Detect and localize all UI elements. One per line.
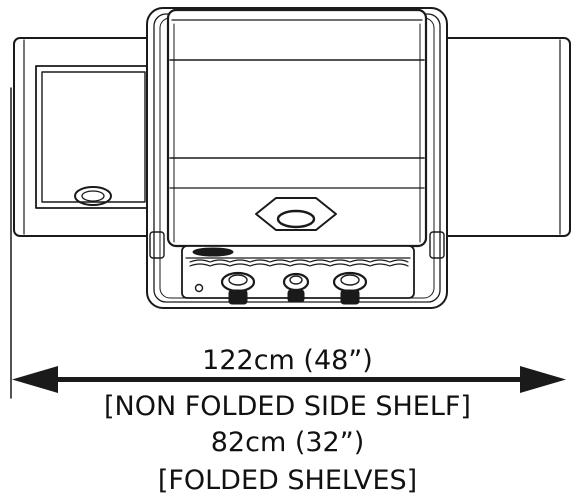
non-folded-width-note: [NON FOLDED SIDE SHELF] — [104, 391, 471, 422]
folded-width-note: [FOLDED SHELVES] — [157, 465, 418, 496]
left-side-shelf — [13, 37, 161, 237]
rotisserie-logo-plate — [192, 247, 234, 257]
grill-lid — [166, 8, 428, 248]
control-knob-center — [282, 272, 310, 303]
right-side-shelf — [433, 37, 571, 237]
left-leg — [149, 231, 165, 259]
right-leg — [429, 231, 445, 259]
width-dimension-arrow — [12, 366, 566, 393]
left-shelf-door-panel — [35, 65, 152, 209]
folded-width-value: 82cm (32”) — [210, 427, 365, 458]
non-folded-width-value: 122cm (48”) — [202, 345, 373, 376]
control-knob-right — [332, 271, 368, 305]
control-knob-left — [220, 271, 256, 305]
lid-thermometer — [255, 197, 337, 231]
left-shelf-handle — [74, 186, 112, 206]
